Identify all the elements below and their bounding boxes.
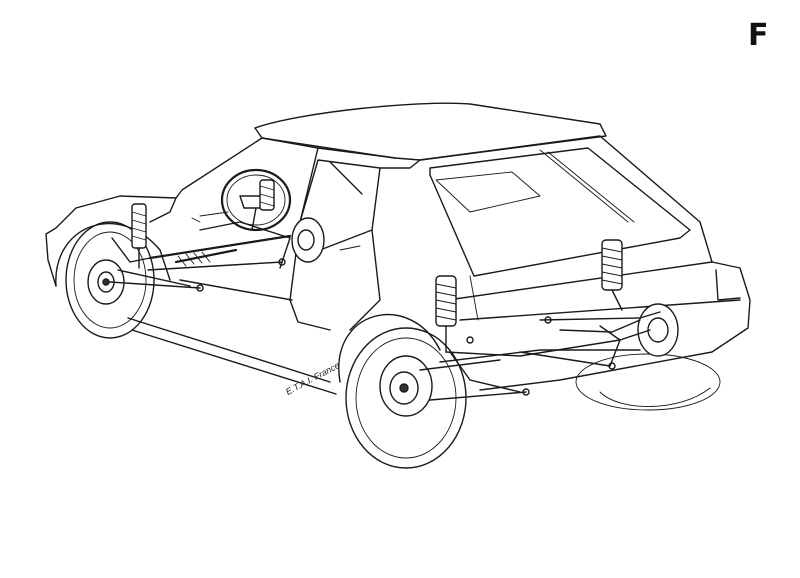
rear-left-wheel [345, 327, 467, 469]
front-right-hub [291, 217, 325, 263]
front-suspension [109, 179, 292, 292]
plate-letter: F [748, 18, 769, 53]
rear-suspension [419, 239, 661, 401]
body-detail-lines [191, 211, 479, 321]
car-body-outline [45, 102, 751, 411]
front-left-wheel [65, 221, 155, 339]
rear-right-hub [637, 303, 679, 357]
steering-wheel [220, 168, 292, 232]
